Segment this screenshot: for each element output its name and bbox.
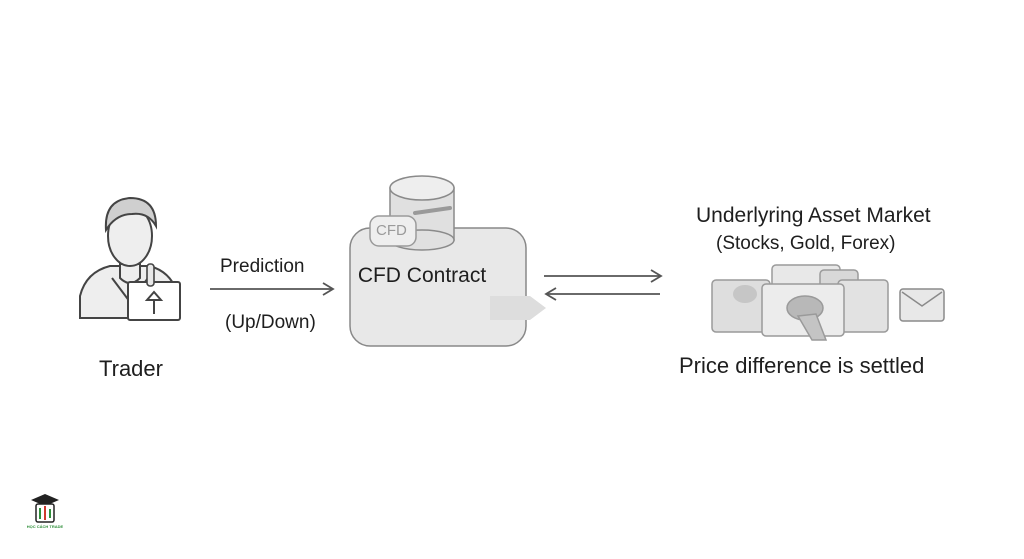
cfd-badge-label: CFD [376,222,407,239]
cfd-contract-title: CFD Contract [357,264,487,287]
market-title: Underlyring Asset Market [696,204,931,227]
prediction-label: Prediction [220,256,305,277]
upload-box-icon [127,263,181,321]
trader-label: Trader [99,356,163,381]
cfd-badge-icon [369,215,417,247]
market-subtitle: (Stocks, Gold, Forex) [716,233,896,254]
prediction-arrow [210,282,335,296]
direction-label: (Up/Down) [225,312,316,333]
exchange-arrows [544,269,663,301]
market-images-icon [711,264,889,341]
envelope-icon [899,288,945,322]
brand-logo-text: HỌC CÁCH TRADE [26,524,64,529]
settlement-label: Price difference is settled [679,353,925,378]
graduation-cap-icon [31,494,59,523]
brand-logo: HỌC CÁCH TRADE [25,492,65,532]
